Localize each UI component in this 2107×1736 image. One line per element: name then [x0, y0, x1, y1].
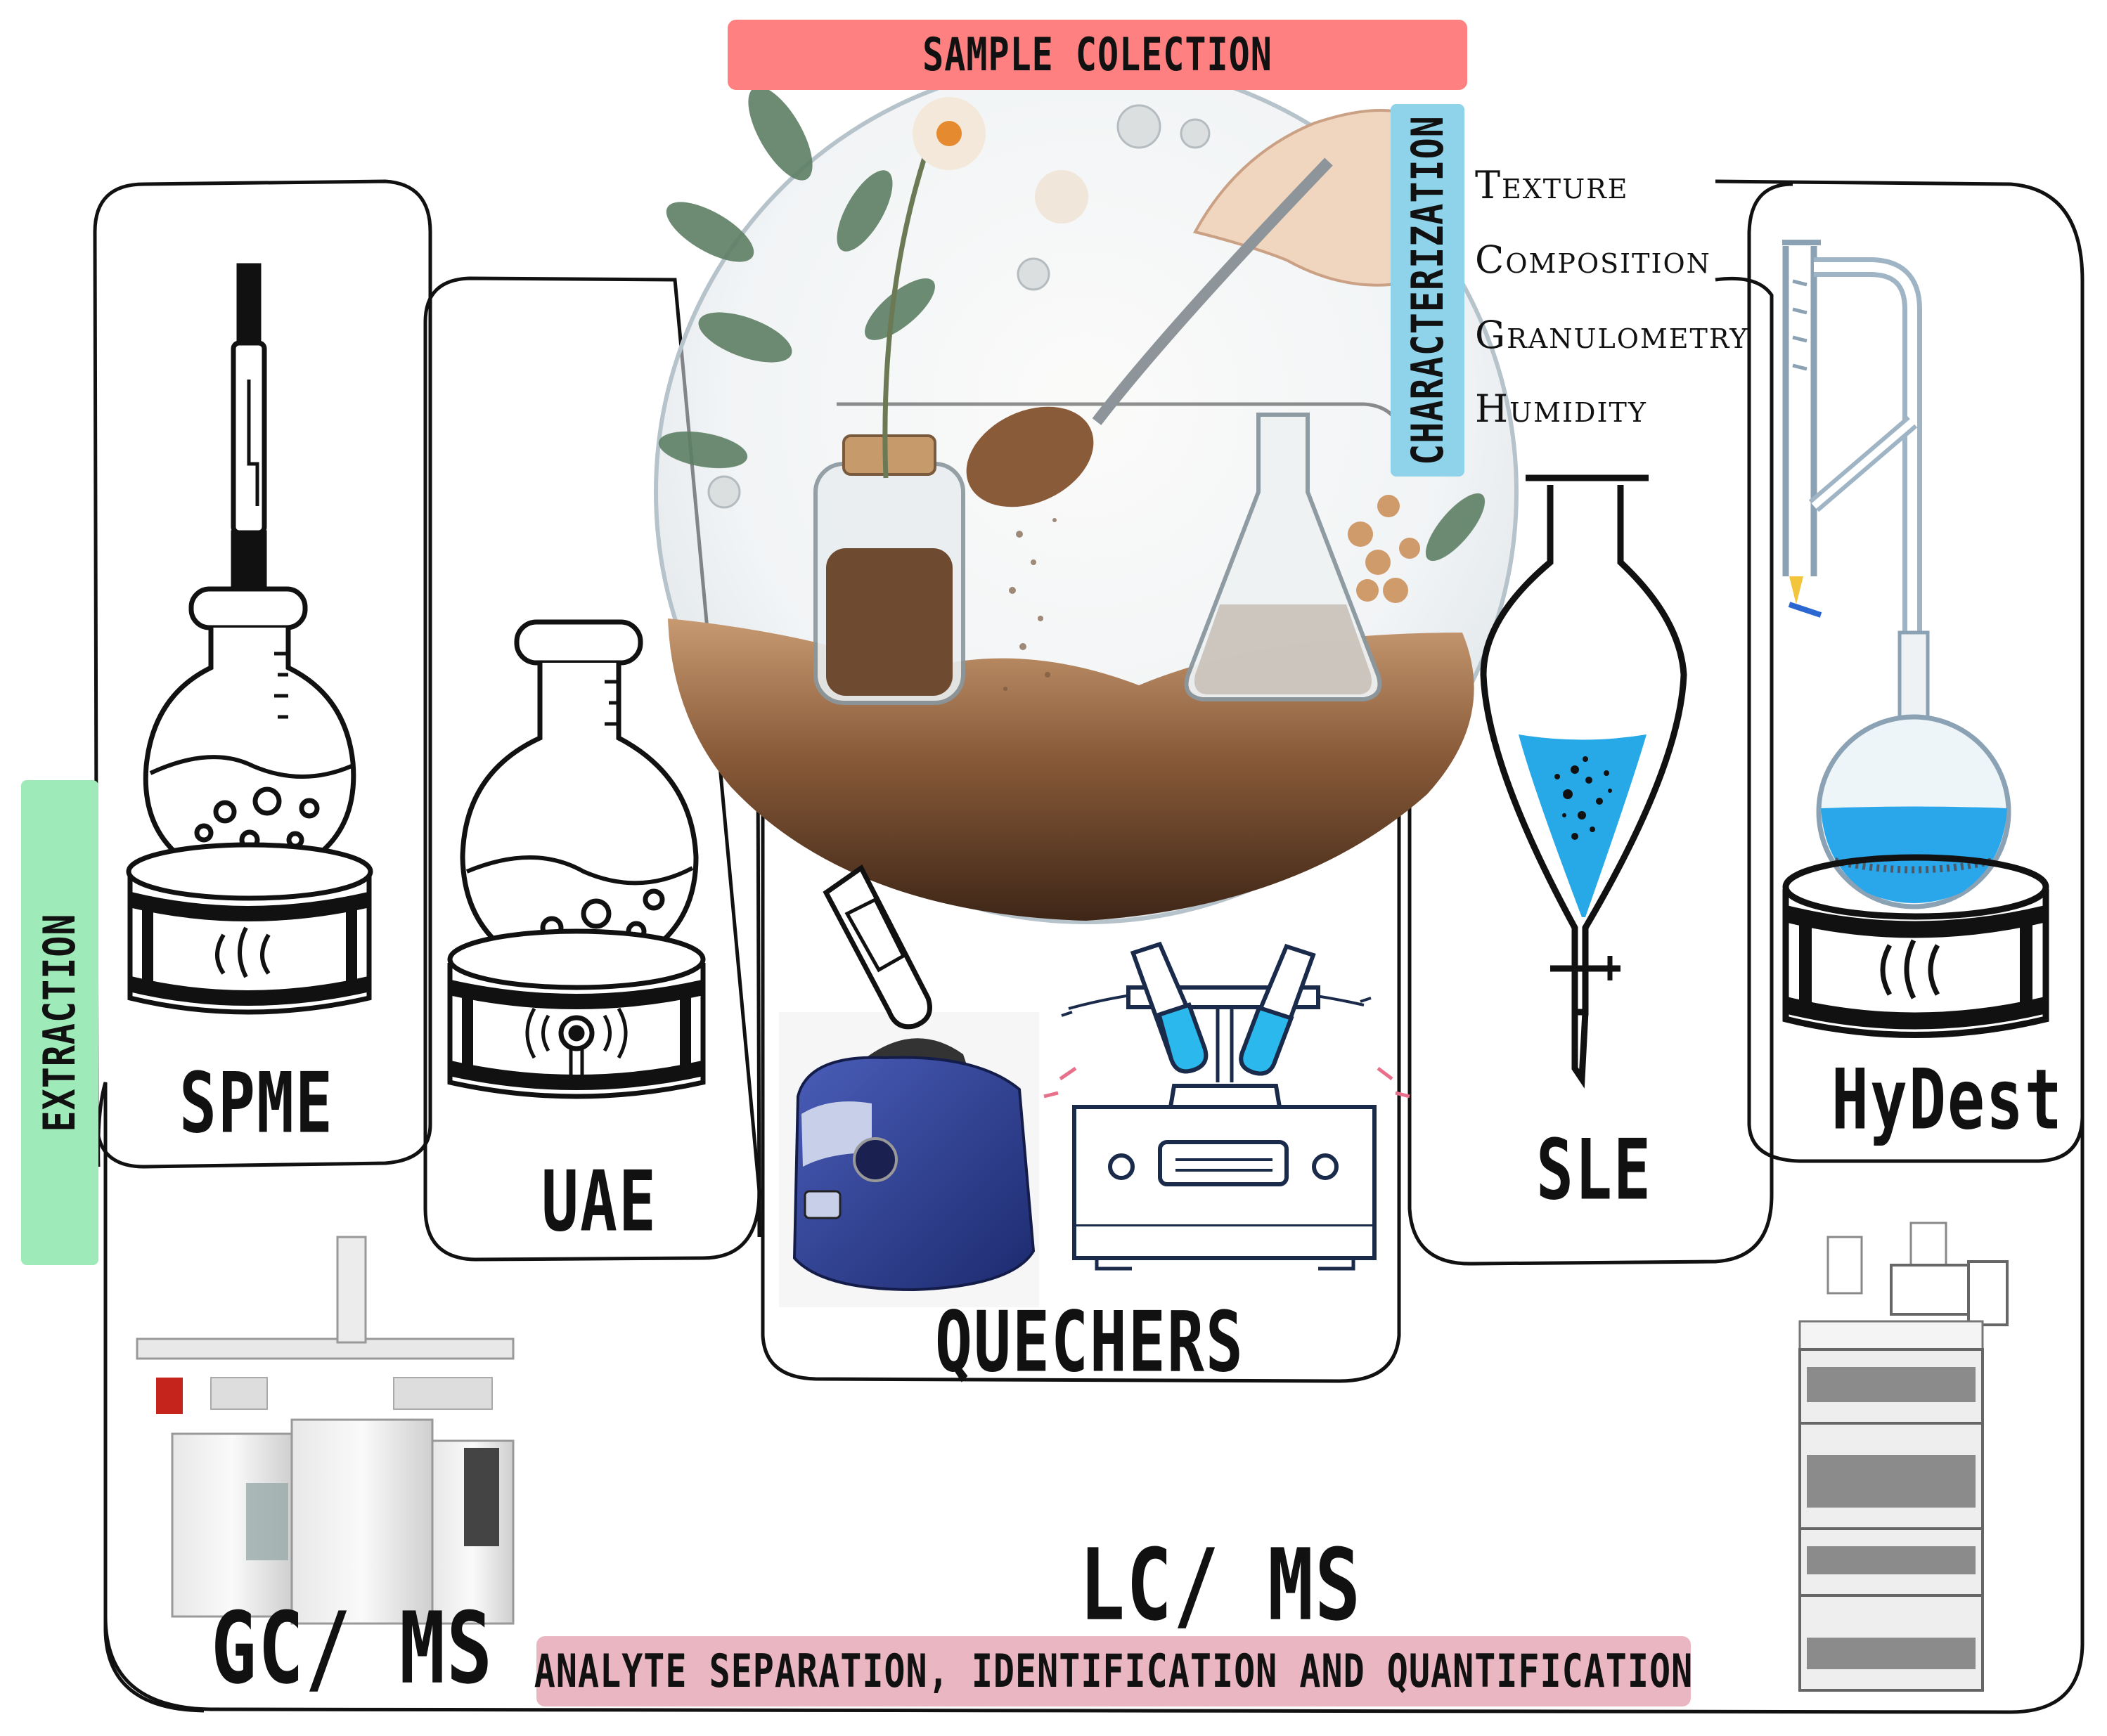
spme-label: SPME — [179, 1054, 334, 1153]
quechers-label: QUECHERS — [935, 1293, 1244, 1392]
lcms-instrument-illustration — [1798, 1222, 2009, 1692]
extraction-banner: EXTRACTION — [21, 780, 98, 1265]
lcms-label: LC/ MS — [1079, 1529, 1362, 1643]
vortex-mixer-illustration — [779, 864, 1039, 1307]
property-granulometry: Granulometry — [1475, 313, 1749, 357]
quechers-box — [761, 745, 1401, 1383]
sample-collection-banner: SAMPLE COLECTION — [728, 20, 1467, 90]
property-humidity: Humidity — [1475, 387, 1647, 431]
property-composition: Composition — [1475, 238, 1711, 282]
hydest-box — [1747, 182, 2085, 1163]
hydest-label: HyDest — [1831, 1051, 2063, 1149]
uae-illustration — [447, 619, 706, 1099]
sample-collection-text: SAMPLE COLECTION — [922, 28, 1272, 82]
outer-frame — [96, 179, 2085, 1714]
uae-label: UAE — [541, 1153, 657, 1251]
property-texture: Texture — [1475, 163, 1629, 207]
extraction-text: EXTRACTION — [34, 913, 86, 1132]
spme-box — [93, 179, 432, 1169]
characterization-banner: CHARACTERIZATION — [1391, 104, 1464, 477]
gcms-instrument-illustration — [136, 1236, 515, 1625]
shaker-illustration — [1043, 941, 1410, 1271]
outer-frame-top-right — [1407, 276, 1774, 1266]
sle-illustration — [1480, 474, 1687, 1089]
spme-illustration — [126, 263, 373, 1015]
analyte-text: ANALYTE SEPARATION, IDENTIFICATION AND Q… — [534, 1645, 1694, 1698]
uae-box — [423, 276, 761, 1262]
sample-sphere-illustration — [654, 60, 1519, 924]
gcms-label: GC/ MS — [211, 1592, 494, 1706]
characterization-text: CHARACTERIZATION — [1402, 115, 1453, 465]
analyte-banner: ANALYTE SEPARATION, IDENTIFICATION AND Q… — [534, 1636, 1694, 1706]
outer-frame-left — [103, 1089, 205, 1713]
flower — [913, 97, 1088, 224]
sle-label: SLE — [1536, 1121, 1652, 1219]
hydest-illustration — [1782, 240, 2049, 1038]
